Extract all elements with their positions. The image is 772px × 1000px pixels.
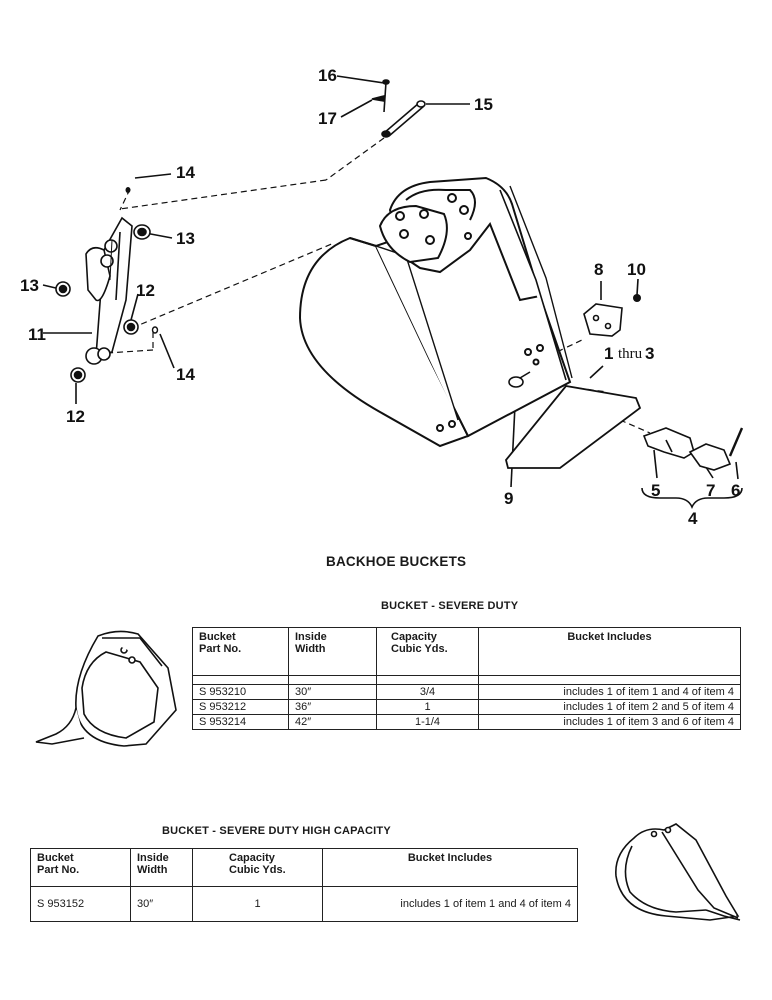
callout-14-upper: 14 <box>176 163 195 182</box>
nut-10 <box>633 294 641 302</box>
callout-3: 3 <box>645 344 655 363</box>
tooth-7 <box>688 443 732 471</box>
table2-title: BUCKET - SEVERE DUTY HIGH CAPACITY <box>162 825 391 837</box>
page-title: BACKHOE BUCKETS <box>326 554 467 569</box>
callout-16: 16 <box>318 66 337 85</box>
linkage-bracket-11 <box>85 216 133 365</box>
bolt-14-upper <box>125 187 131 193</box>
callout-12-upper: 12 <box>136 281 155 300</box>
callout-12-lower: 12 <box>66 407 85 426</box>
bolt-14-lower <box>151 326 159 334</box>
callout-5: 5 <box>651 481 661 500</box>
callout-7: 7 <box>706 481 716 500</box>
pin-15 <box>381 100 426 138</box>
callout-10: 10 <box>627 260 646 279</box>
backhoe-bucket <box>298 176 573 448</box>
col-header-bucket-includes: Bucket Includes <box>478 627 741 676</box>
callout-13-left: 13 <box>20 276 39 295</box>
bucket-thumbnail-high-capacity <box>615 823 741 921</box>
col-header-bucket-includes: Bucket Includes <box>322 848 578 887</box>
callout-6: 6 <box>731 481 741 500</box>
callout-4: 4 <box>688 509 698 528</box>
bushing-12-lower <box>70 367 86 383</box>
callout-8: 8 <box>594 260 604 279</box>
bolt-9 <box>508 371 531 388</box>
pin-16 <box>382 79 390 113</box>
cutting-edge-1-thru-3 <box>505 385 642 469</box>
tooth-adapter-5 <box>642 427 695 459</box>
table1-title: BUCKET - SEVERE DUTY <box>381 600 519 612</box>
side-cutter-8 <box>583 303 623 337</box>
bucket-thumbnail-severe-duty <box>35 630 177 747</box>
bushing-12-upper <box>123 319 139 335</box>
callout-15: 15 <box>474 95 493 114</box>
callout-11: 11 <box>28 325 46 344</box>
callout-14-lower: 14 <box>176 365 195 384</box>
brace-item-4 <box>641 487 743 509</box>
tooth-pin-6 <box>728 427 744 457</box>
clip-17 <box>371 94 385 102</box>
exploded-parts-diagram <box>42 75 744 509</box>
bushing-13-upper <box>133 224 151 240</box>
bushing-13-left <box>55 281 71 297</box>
callout-thru: thru <box>618 346 643 362</box>
callout-17: 17 <box>318 109 337 128</box>
callout-9: 9 <box>504 489 514 508</box>
callout-1: 1 <box>604 344 614 363</box>
callout-13-upper: 13 <box>176 229 195 248</box>
